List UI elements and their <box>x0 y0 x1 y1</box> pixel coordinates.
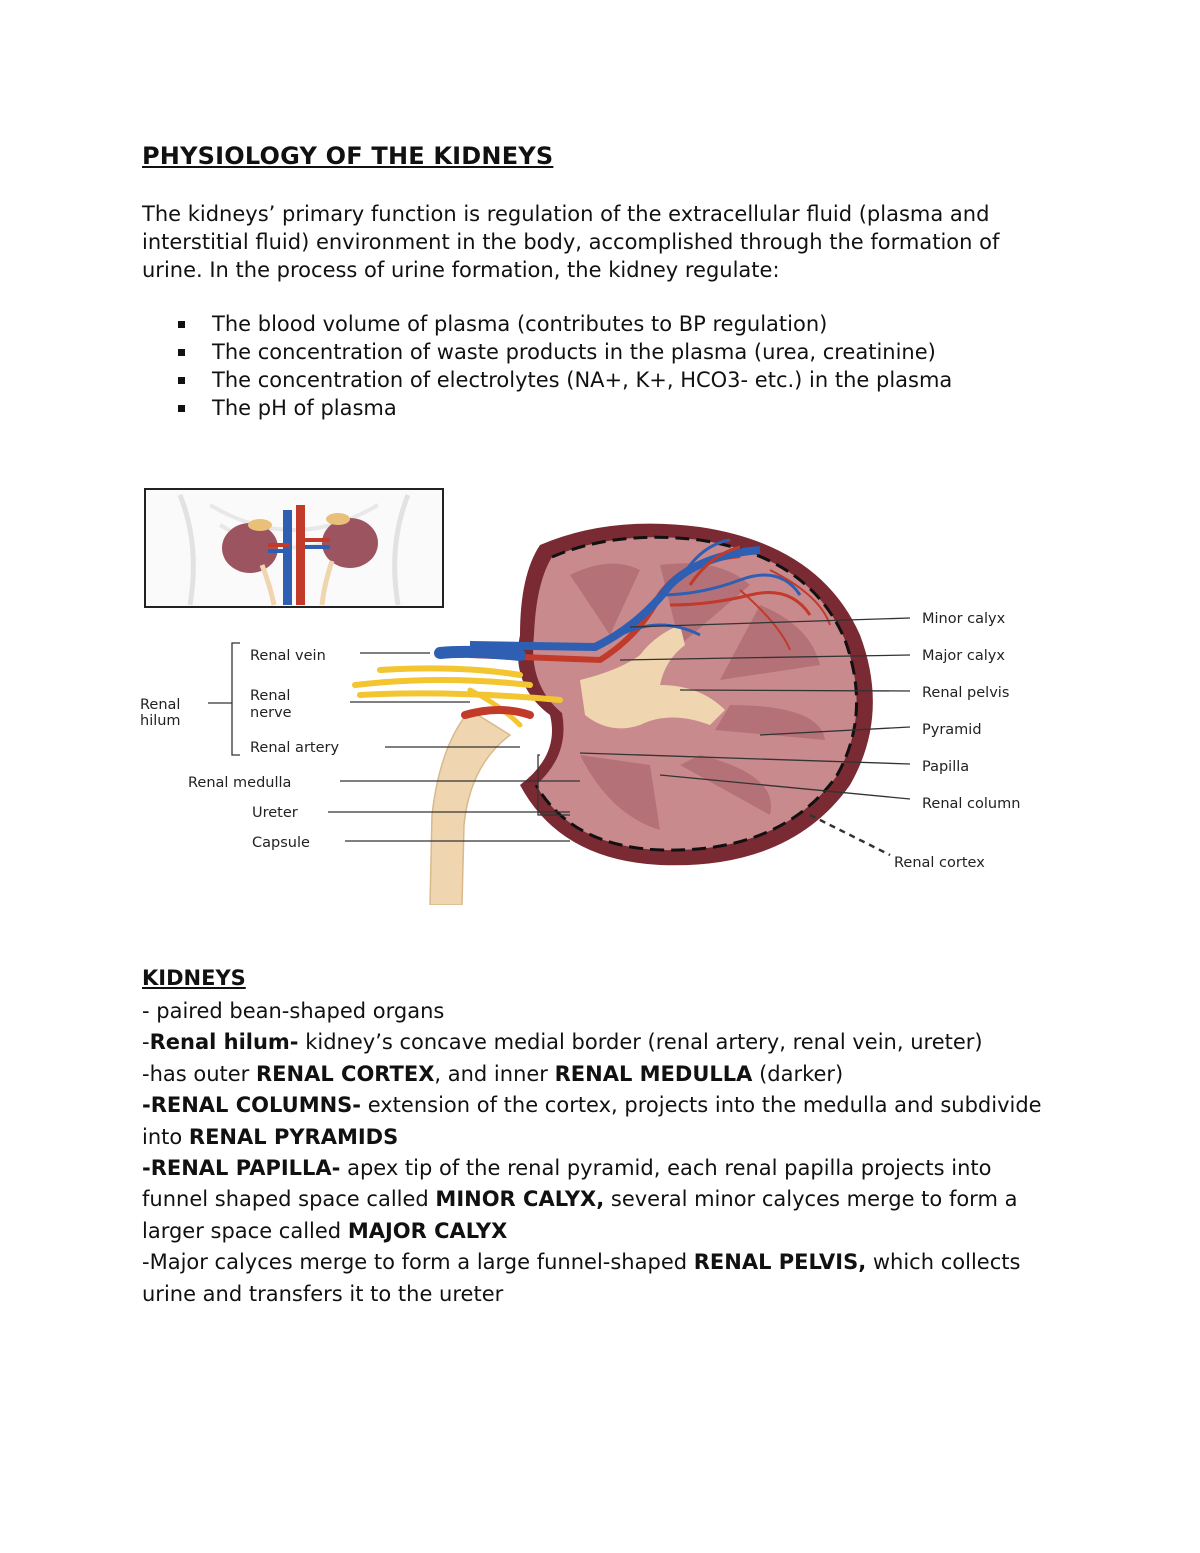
note-line: -RENAL COLUMNS- extension of the cortex,… <box>142 1093 1042 1149</box>
list-item: The blood volume of plasma (contributes … <box>142 310 1082 338</box>
label-renal-artery: Renal artery <box>250 740 339 756</box>
label-papilla: Papilla <box>922 759 969 775</box>
label-renal-vein: Renal vein <box>250 648 326 664</box>
label-renal-hilum-1: Renal <box>140 697 180 713</box>
regulation-list: The blood volume of plasma (contributes … <box>142 310 1082 422</box>
label-renal-nerve-1: Renal <box>250 688 290 704</box>
label-renal-hilum-2: hilum <box>140 713 181 729</box>
kidney-cross-section <box>352 523 873 866</box>
kidneys-heading: KIDNEYS <box>142 966 246 990</box>
left-labels <box>208 642 580 842</box>
square-bullet-icon <box>178 377 185 384</box>
note-line: -RENAL PAPILLA- apex tip of the renal py… <box>142 1156 1018 1243</box>
kidneys-notes: - paired bean-shaped organs -Renal hilum… <box>142 996 1062 1310</box>
square-bullet-icon <box>178 349 185 356</box>
label-major-calyx: Major calyx <box>922 648 1005 664</box>
torso-inset <box>144 488 444 608</box>
label-renal-nerve-2: nerve <box>250 705 292 721</box>
square-bullet-icon <box>178 405 185 412</box>
kidney-anatomy-figure: Renal vein Renal nerve Renal artery Rena… <box>140 488 1020 905</box>
ureter-shape <box>429 709 512 905</box>
note-line: - paired bean-shaped organs <box>142 999 445 1023</box>
label-renal-column: Renal column <box>922 796 1020 812</box>
label-renal-cortex: Renal cortex <box>894 855 985 871</box>
label-pyramid: Pyramid <box>922 722 982 738</box>
note-line: -Major calyces merge to form a large fun… <box>142 1250 1021 1306</box>
label-minor-calyx: Minor calyx <box>922 611 1006 627</box>
label-renal-pelvis: Renal pelvis <box>922 685 1009 701</box>
label-ureter: Ureter <box>252 805 298 821</box>
list-item: The pH of plasma <box>142 394 1082 422</box>
list-item: The concentration of waste products in t… <box>142 338 1082 366</box>
right-labels <box>579 617 911 857</box>
page-title: PHYSIOLOGY OF THE KIDNEYS <box>142 142 554 170</box>
right-kidney-icon <box>322 518 378 568</box>
left-kidney-icon <box>222 523 278 573</box>
intro-paragraph: The kidneys’ primary function is regulat… <box>142 202 1000 282</box>
note-line: -has outer RENAL CORTEX, and inner RENAL… <box>142 1061 844 1086</box>
label-renal-medulla: Renal medulla <box>188 775 291 791</box>
square-bullet-icon <box>178 321 185 328</box>
note-line: -Renal hilum- kidney’s concave medial bo… <box>142 1030 983 1055</box>
label-capsule: Capsule <box>252 835 310 851</box>
list-item: The concentration of electrolytes (NA+, … <box>142 366 1082 394</box>
